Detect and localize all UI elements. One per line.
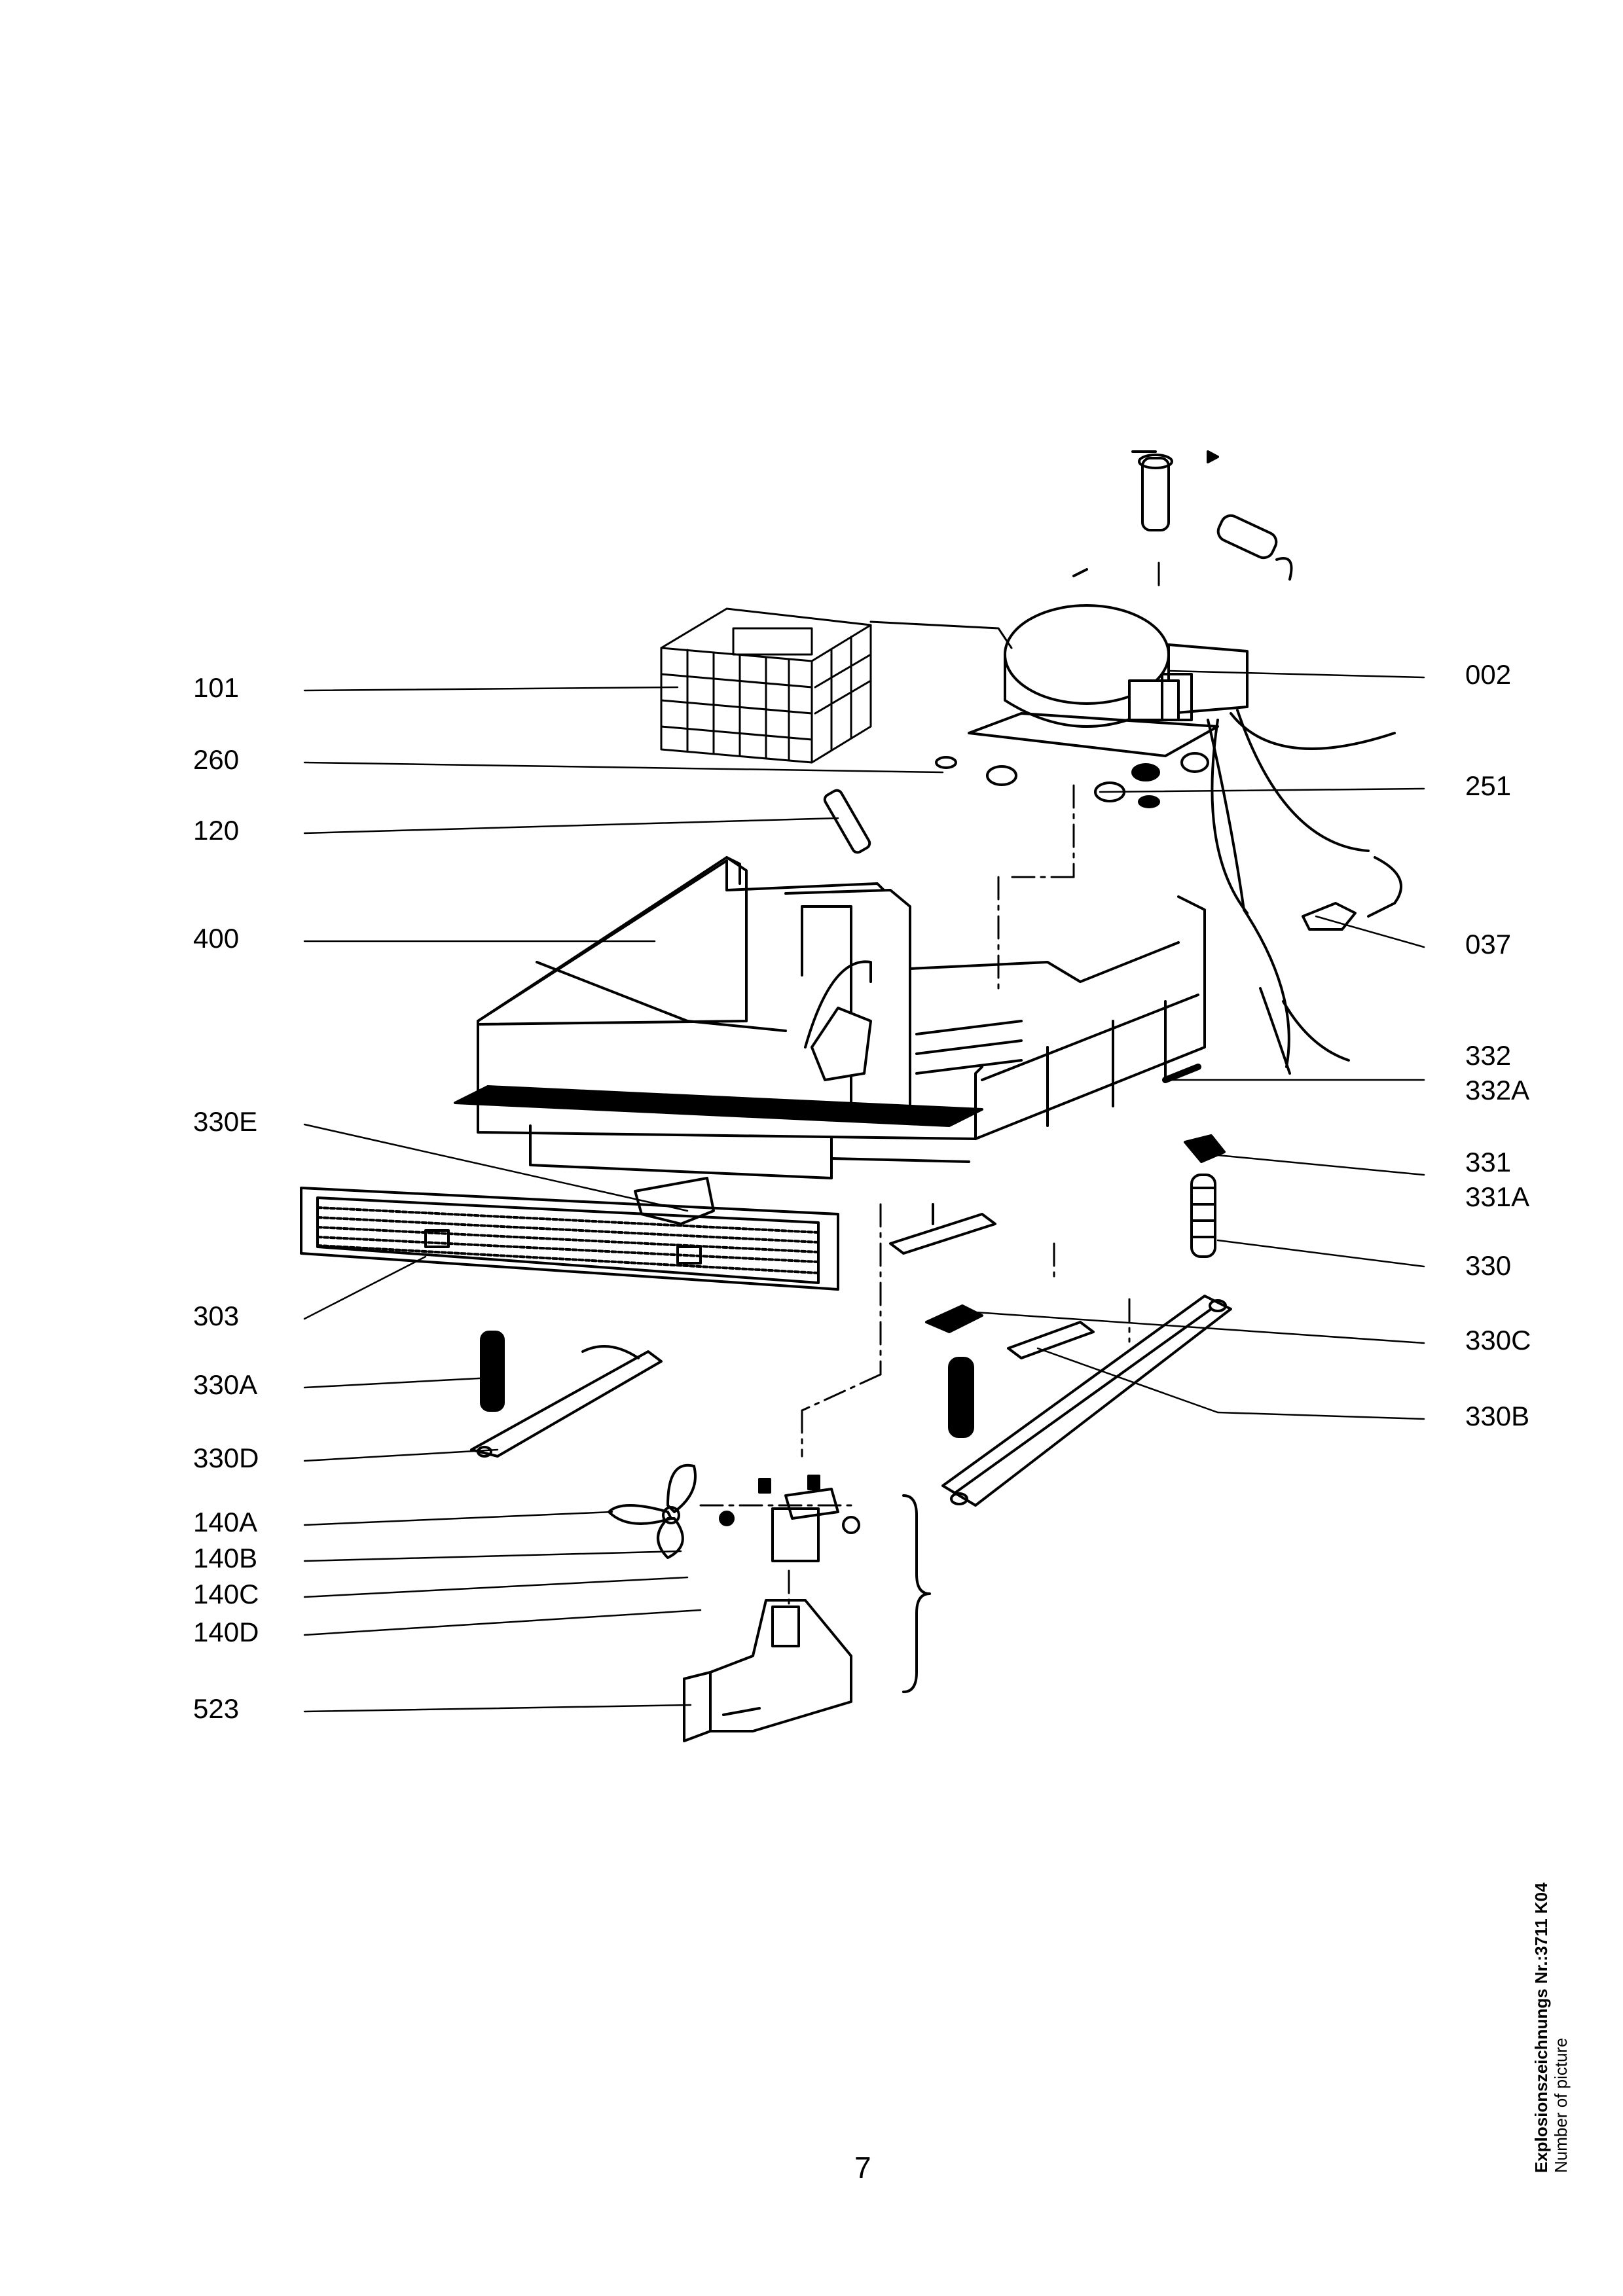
drawing-number: Explosionszeichnungs Nr.:3711 K04 (1531, 1882, 1551, 2173)
callout-523: 523 (193, 1693, 240, 1724)
spring-foot-330 (941, 1134, 1232, 1507)
spring-foot-330C (889, 1203, 1095, 1438)
callout-331A: 331A (1465, 1181, 1530, 1212)
connector-037 (1302, 902, 1357, 931)
callout-330E: 330E (193, 1106, 258, 1137)
callout-101: 101 (193, 672, 240, 703)
fan-bracket-523 (683, 1599, 852, 1742)
leader-lines (303, 670, 1425, 1713)
callout-120: 120 (193, 815, 240, 846)
callout-140C: 140C (193, 1579, 259, 1609)
wire-basket-101 (660, 607, 1013, 764)
callout-330: 330 (1465, 1250, 1512, 1281)
callout-140A: 140A (193, 1507, 258, 1537)
drawing-number-caption: Number of picture (1550, 2037, 1571, 2173)
compressor-002 (968, 450, 1293, 757)
callout-260: 260 (193, 744, 240, 775)
callout-002: 002 (1465, 659, 1512, 690)
callout-140D: 140D (193, 1617, 259, 1647)
spring-foot-330A (470, 1331, 663, 1458)
callout-330B: 330B (1465, 1401, 1530, 1431)
picture-identifier: Explosionszeichnungs Nr.:3711 K04 Number… (1531, 1882, 1571, 2173)
callout-400: 400 (193, 923, 240, 954)
page-number: 7 (854, 2151, 871, 2185)
callout-331: 331 (1465, 1147, 1512, 1177)
callout-330A: 330A (193, 1369, 258, 1400)
front-grille-303 (300, 1187, 839, 1291)
fan-140A (608, 1463, 931, 1693)
base-tray-400 (454, 856, 1206, 1179)
rod-332 (1162, 1064, 1201, 1083)
callout-332: 332 (1465, 1040, 1512, 1071)
callout-303: 303 (193, 1300, 240, 1331)
rubber-feet-251 (935, 752, 1209, 808)
bracket-330E (634, 1177, 715, 1225)
callout-037: 037 (1465, 929, 1512, 960)
tube-120 (823, 789, 871, 854)
callout-332A: 332A (1465, 1075, 1530, 1105)
assembly-lines (699, 562, 1160, 1605)
callout-330C: 330C (1465, 1325, 1531, 1355)
wiring-harness (1207, 709, 1402, 1075)
callout-330D: 330D (193, 1443, 259, 1473)
callout-251: 251 (1465, 770, 1512, 801)
callout-140B: 140B (193, 1543, 258, 1573)
